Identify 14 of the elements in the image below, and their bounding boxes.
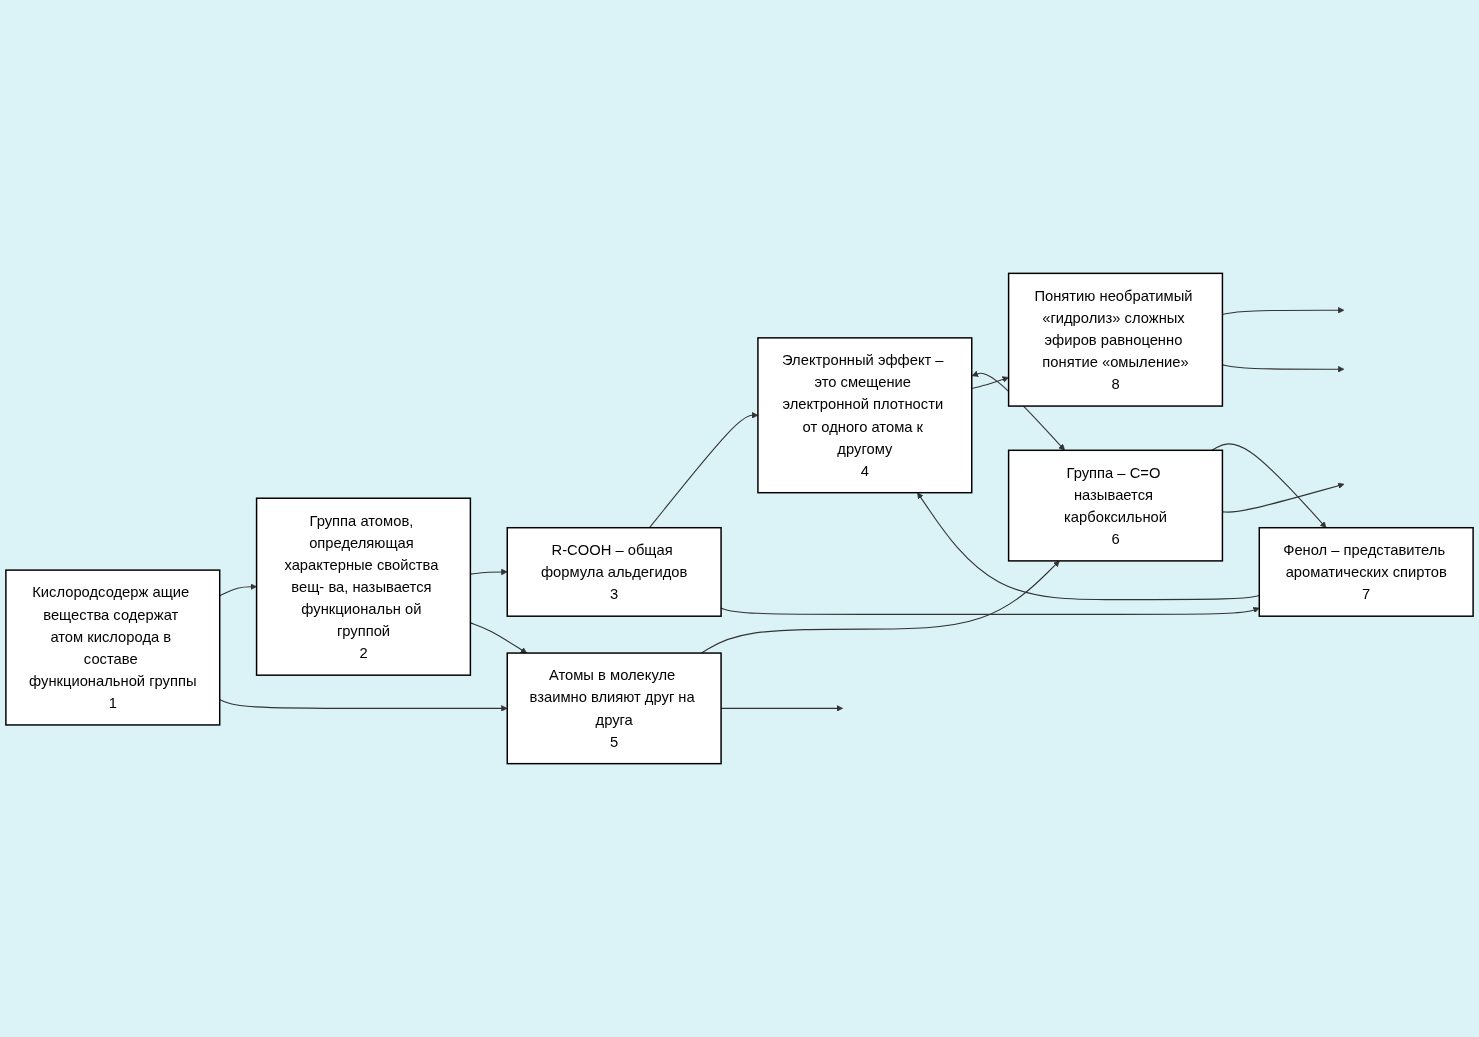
node-box: Группа – С=О называется карбоксильной 6 <box>1007 449 1224 562</box>
node-box: Электронный эффект – это смещение электронной плотности от одного атома к другому 4 <box>757 337 973 494</box>
arrow <box>219 698 508 712</box>
node-box: Кислородсодерж ащие вещества содержат атом кислорода в составе функциональной группы 1 <box>5 569 221 726</box>
node-box: R-COOH – общая формула альдегидов 3 <box>506 527 722 617</box>
arrow <box>219 583 257 597</box>
node-box: Атомы в молекуле взаимно влияют друг на друга 5 <box>506 652 722 765</box>
arrow <box>971 376 1009 390</box>
node-box: Понятию необратимый «гидролиз» сложных эфиров равноценно понятие «омыление» 8 <box>1007 272 1224 407</box>
node-box: Фенол – представитель ароматических спиртов 7 <box>1258 527 1474 617</box>
arrow <box>1211 443 1327 528</box>
node-box: Группа атомов, определяющая характерные свойства вещ- ва, называется функциональн ой группой 2 <box>255 497 472 676</box>
arrow <box>701 560 1060 654</box>
arrow <box>917 492 1260 601</box>
